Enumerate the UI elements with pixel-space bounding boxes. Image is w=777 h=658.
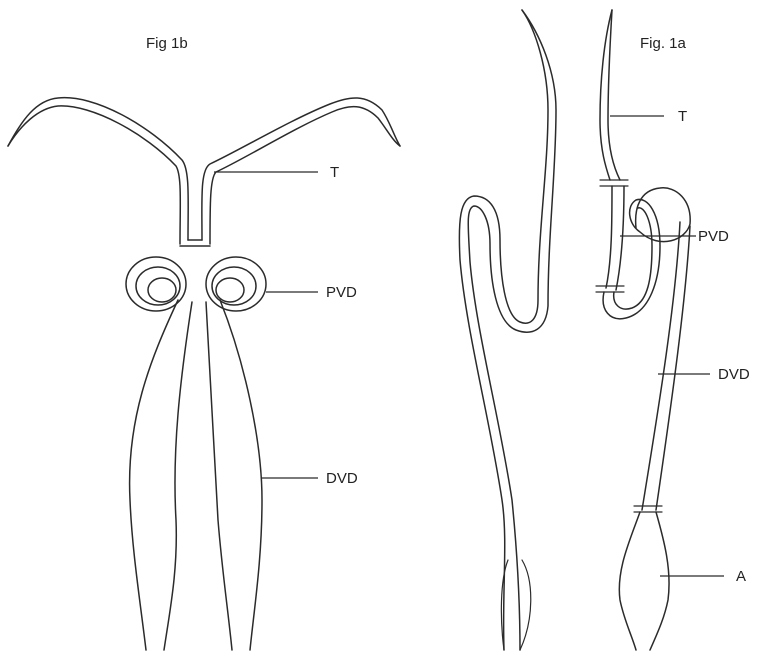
fig-1a-title: Fig. 1a xyxy=(640,35,687,52)
fig-1b-dvd-left xyxy=(130,300,192,650)
fig-1b-label-pvd: PVD xyxy=(326,284,357,301)
fig-1a-tube-left xyxy=(459,10,556,650)
fig-1a-label-dvd: DVD xyxy=(718,366,750,383)
fig-1a-label-pvd: PVD xyxy=(698,228,729,245)
fig-1b-crossbar xyxy=(180,240,210,246)
fig-1a-ring-upper xyxy=(600,180,628,186)
fig-1b-testis-right xyxy=(202,98,400,244)
fig-1a-tube-right xyxy=(596,10,690,650)
fig-1b-pvd-coil-right xyxy=(206,257,266,311)
fig-1b-label-dvd: DVD xyxy=(326,470,358,487)
fig-1a-label-t: T xyxy=(678,108,687,125)
fig-1b: Fig 1b xyxy=(8,35,400,650)
fig-1a: Fig. 1a xyxy=(459,10,749,650)
fig-1a-label-a: A xyxy=(736,568,746,585)
fig-1a-ring-middle xyxy=(596,286,624,292)
fig-1b-testis-left xyxy=(8,98,188,244)
fig-1b-label-t: T xyxy=(330,164,339,181)
fig-1b-dvd-right xyxy=(206,300,262,650)
fig-1b-title: Fig 1b xyxy=(146,35,188,52)
fig-1a-ring-lower xyxy=(634,506,662,512)
